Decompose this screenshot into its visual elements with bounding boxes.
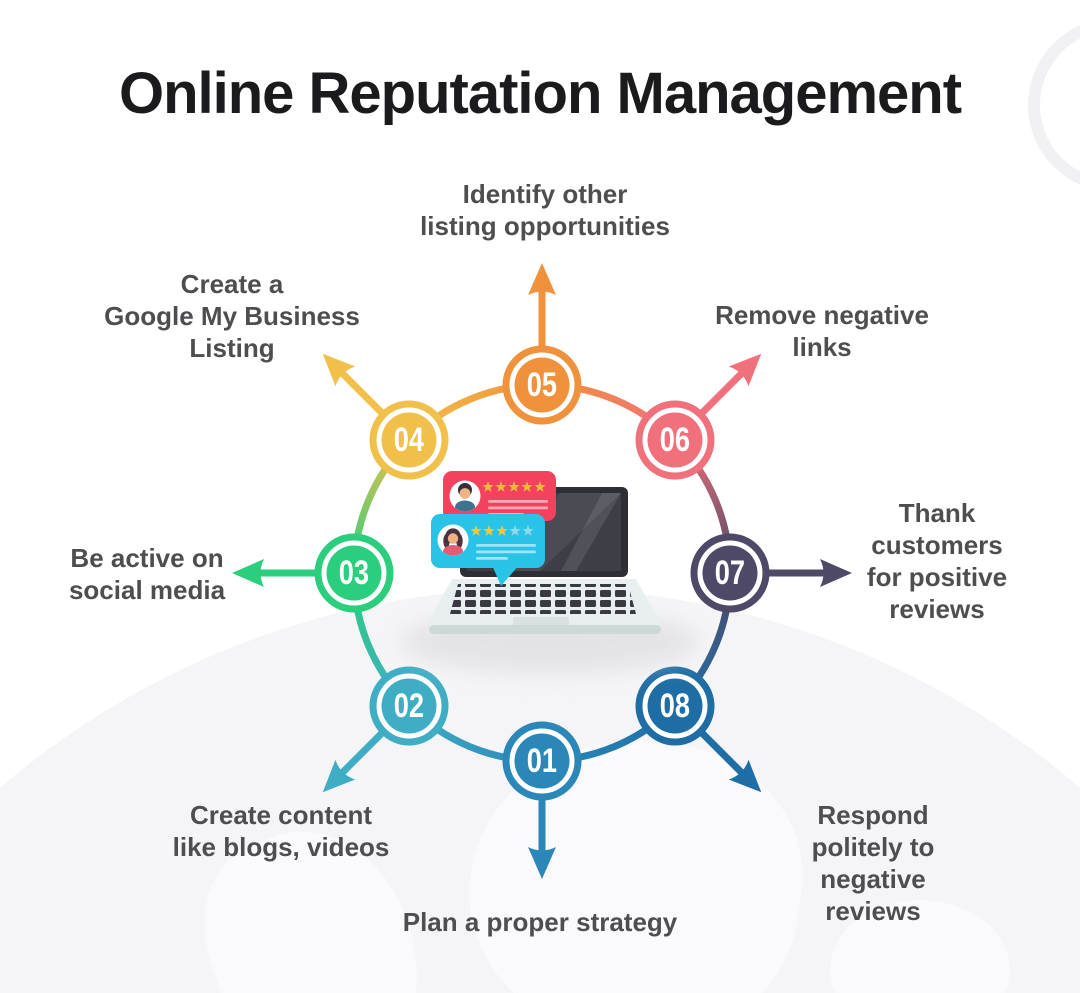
arrow-step-07 (764, 559, 852, 587)
arrow-step-04 (322, 353, 386, 417)
arrow-step-06 (698, 353, 762, 417)
label-step-06: Remove negative links (715, 300, 929, 362)
keyboard-keys (450, 584, 636, 614)
label-step-08: Respond politely to negative reviews (811, 800, 935, 926)
label-step-05: Identify other listing opportunities (420, 179, 670, 241)
node-step-07 (690, 533, 770, 613)
step-nodes (314, 345, 770, 801)
arrow-step-03 (232, 559, 320, 587)
label-step-01: Plan a proper strategy (402, 907, 678, 937)
arrow-step-05 (528, 263, 556, 351)
node-step-01 (502, 721, 582, 801)
arrow-step-02 (322, 729, 386, 793)
node-step-08 (635, 666, 715, 746)
node-step-02 (369, 666, 449, 746)
node-number-04: 04 (393, 420, 425, 459)
node-number-08: 08 (659, 686, 691, 725)
node-step-05 (502, 345, 582, 425)
label-step-04: Create a Google My Business Listing (104, 269, 360, 363)
step-arrows (232, 263, 852, 879)
page-title: Online Reputation Management (118, 61, 962, 126)
node-number-01: 01 (526, 741, 558, 780)
node-step-06 (635, 400, 715, 480)
node-step-04 (369, 400, 449, 480)
node-number-05: 05 (526, 365, 558, 404)
node-number-03: 03 (338, 553, 370, 592)
arrow-step-08 (698, 729, 762, 793)
label-step-02: Create content like blogs, videos (172, 800, 390, 862)
review-bubble-icon-bottom (431, 514, 545, 586)
label-step-03: Be active on social media (68, 543, 226, 605)
label-step-07: Thank customers for positive reviews (866, 498, 1008, 624)
arrow-step-01 (528, 795, 556, 879)
node-number-06: 06 (659, 420, 691, 459)
node-step-03 (314, 533, 394, 613)
node-number-07: 07 (714, 553, 746, 592)
node-number-02: 02 (393, 686, 425, 725)
